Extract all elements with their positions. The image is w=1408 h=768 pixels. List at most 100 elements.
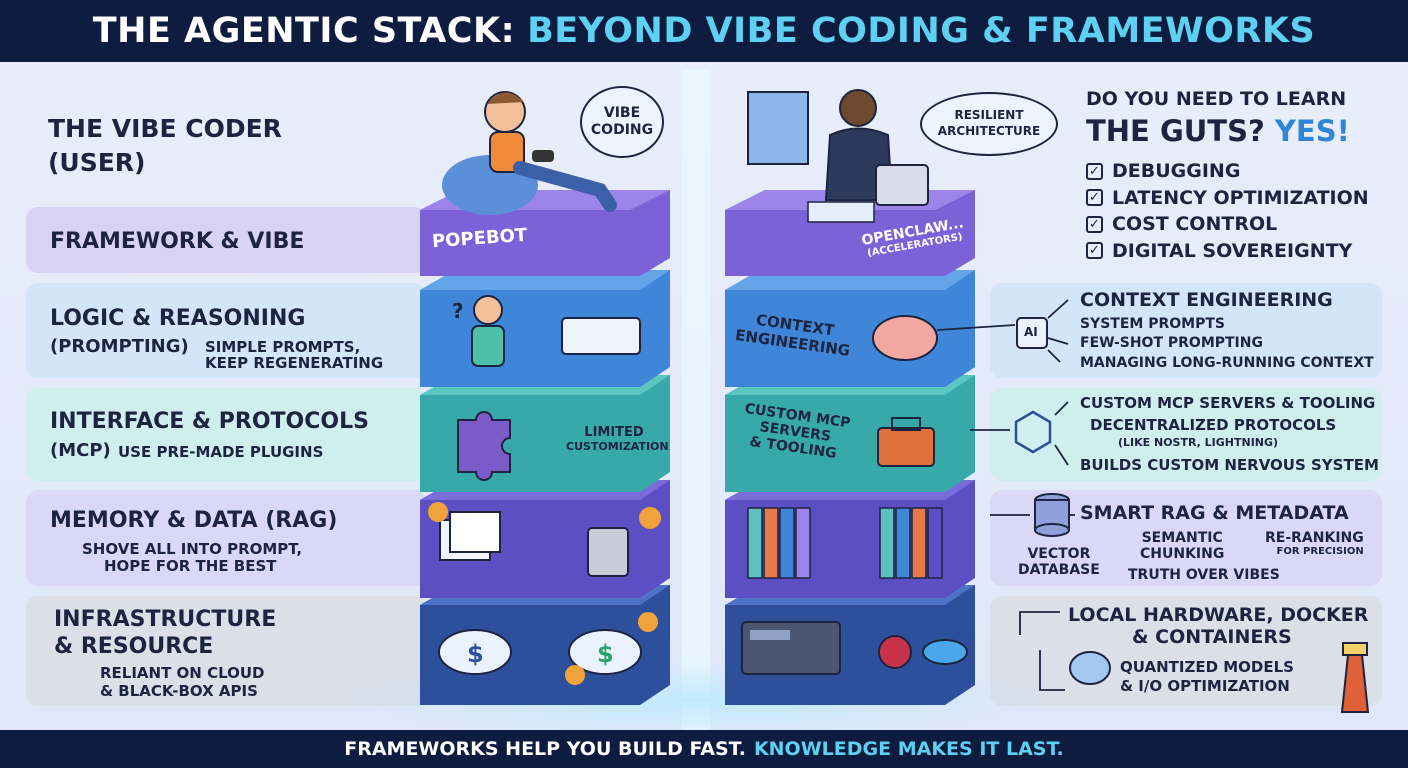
mcp-heading: CUSTOM MCP SERVERS & TOOLING bbox=[1080, 394, 1376, 412]
infra-item1: QUANTIZED MODELS bbox=[1120, 658, 1294, 676]
layer-infra-label2: & RESOURCE bbox=[54, 634, 214, 659]
limited-line1: LIMITED bbox=[584, 425, 644, 440]
papers-icon bbox=[428, 502, 501, 561]
layer-infra-desc1: RELIANT ON CLOUD bbox=[100, 664, 265, 682]
truth-over-vibes: TRUTH OVER VIBES bbox=[1128, 567, 1280, 583]
reranking-line2: FOR PRECISION bbox=[1276, 546, 1364, 557]
checkbox-icon: ✓ bbox=[1086, 162, 1103, 180]
check-label: DIGITAL SOVEREIGNTY bbox=[1112, 239, 1353, 262]
resilient-bubble: RESILIENT ARCHITECTURE bbox=[920, 92, 1058, 156]
vibe-coding-bubble: VIBE CODING bbox=[580, 86, 664, 158]
left-stack bbox=[420, 190, 670, 705]
layer-infra-label1: INFRASTRUCTURE bbox=[54, 607, 277, 632]
raspberry-icon bbox=[878, 635, 912, 669]
question-guts: THE GUTS? bbox=[1086, 114, 1265, 148]
mcp-nervous-system: BUILDS CUSTOM NERVOUS SYSTEM bbox=[1080, 456, 1379, 474]
rag-heading: SMART RAG & METADATA bbox=[1080, 502, 1349, 524]
docker-whale-icon bbox=[922, 639, 968, 665]
infra-heading1: LOCAL HARDWARE, DOCKER bbox=[1068, 604, 1369, 626]
layer-interface-label: INTERFACE & PROTOCOLS bbox=[50, 409, 369, 434]
books-icon bbox=[747, 507, 943, 579]
reranking-line1: RE-RANKING bbox=[1265, 530, 1364, 546]
layer-logic-desc2: KEEP REGENERATING bbox=[205, 354, 384, 372]
brain-icon bbox=[872, 315, 938, 361]
context-item-system-prompts: SYSTEM PROMPTS bbox=[1080, 316, 1225, 332]
brain-small-icon bbox=[1069, 651, 1111, 685]
infra-item2: & I/O OPTIMIZATION bbox=[1120, 677, 1290, 695]
semantic-chunking-label: SEMANTIC CHUNKING bbox=[1140, 530, 1224, 562]
check-label: LATENCY OPTIMIZATION bbox=[1112, 186, 1369, 209]
band-logic bbox=[26, 283, 426, 378]
semantic-line1: SEMANTIC bbox=[1141, 530, 1223, 546]
limited-line2: CUSTOMIZATION bbox=[566, 440, 669, 453]
prompt-window-icon bbox=[561, 317, 641, 355]
check-item: ✓ COST CONTROL bbox=[1086, 211, 1369, 238]
context-item-few-shot: FEW-SHOT PROMPTING bbox=[1080, 335, 1263, 351]
mcp-decentralized-note: (LIKE NOSTR, LIGHTNING) bbox=[1118, 436, 1279, 449]
puzzle-icon bbox=[457, 411, 511, 481]
reranking-label: RE-RANKING FOR PRECISION bbox=[1265, 530, 1364, 557]
layer-logic-label: LOGIC & REASONING bbox=[50, 306, 306, 331]
layer-memory-desc1: SHOVE ALL INTO PROMPT, bbox=[82, 540, 303, 558]
layer-logic-sub: (PROMPTING) bbox=[50, 336, 189, 357]
question-line1: DO YOU NEED TO LEARN bbox=[1086, 88, 1347, 110]
rband-context bbox=[990, 283, 1382, 378]
footer-part2: KNOWLEDGE MAKES IT LAST. bbox=[753, 738, 1064, 760]
layer-infra-desc2: & BLACK-BOX APIS bbox=[100, 682, 258, 700]
checkbox-icon: ✓ bbox=[1086, 189, 1103, 207]
layer-memory-desc2: HOPE FOR THE BEST bbox=[104, 557, 277, 575]
resilient-bubble-line2: ARCHITECTURE bbox=[937, 124, 1041, 138]
svg-text:$: $ bbox=[467, 640, 484, 668]
limited-customization-label: LIMITED CUSTOMIZATION bbox=[566, 425, 669, 453]
check-item: ✓ LATENCY OPTIMIZATION bbox=[1086, 185, 1369, 212]
semantic-line2: CHUNKING bbox=[1140, 546, 1225, 562]
svg-text:?: ? bbox=[452, 299, 464, 323]
ai-chip-label: AI bbox=[1024, 325, 1038, 339]
center-beam bbox=[682, 70, 710, 730]
check-label: COST CONTROL bbox=[1112, 213, 1278, 236]
title-part1: THE AGENTIC STACK: bbox=[92, 11, 516, 51]
architect-figure bbox=[747, 89, 929, 223]
title-bar: THE AGENTIC STACK: BEYOND VIBE CODING & … bbox=[0, 0, 1408, 62]
resilient-bubble-line1: RESILIENT bbox=[954, 108, 1024, 123]
trash-icon bbox=[587, 507, 661, 577]
vibe-coder-title: THE VIBE CODER bbox=[48, 114, 282, 143]
guts-checklist: ✓ DEBUGGING ✓ LATENCY OPTIMIZATION ✓ COS… bbox=[1086, 158, 1369, 264]
cloud-dollar-icon: $ $ bbox=[438, 612, 658, 685]
connector-lines bbox=[936, 299, 1075, 691]
footer-part1: FRAMEWORKS HELP YOU BUILD FAST. bbox=[344, 738, 746, 760]
layer-logic-desc1: SIMPLE PROMPTS, bbox=[205, 338, 361, 356]
checkbox-icon: ✓ bbox=[1086, 215, 1103, 233]
layer-framework-label: FRAMEWORK & VIBE bbox=[50, 229, 305, 254]
check-item: ✓ DEBUGGING bbox=[1086, 158, 1369, 185]
vibe-coder-subtitle: (USER) bbox=[48, 148, 146, 177]
svg-text:$: $ bbox=[597, 640, 614, 668]
rband-infra bbox=[990, 596, 1382, 706]
infra-heading2: & CONTAINERS bbox=[1132, 626, 1292, 648]
mcp-decentralized: DECENTRALIZED PROTOCOLS bbox=[1090, 416, 1337, 434]
vector-db-label: VECTOR DATABASE bbox=[1018, 546, 1100, 578]
band-memory bbox=[26, 490, 426, 586]
band-framework bbox=[26, 207, 426, 273]
toolbox-icon bbox=[877, 417, 935, 467]
checkbox-icon: ✓ bbox=[1086, 242, 1103, 260]
title-part2: BEYOND VIBE CODING & FRAMEWORKS bbox=[527, 11, 1316, 51]
vibe-coder-figure bbox=[442, 91, 617, 215]
confused-person-icon: ? bbox=[452, 295, 505, 367]
layer-interface-sub: (MCP) bbox=[50, 440, 111, 461]
question-line2: THE GUTS? YES! bbox=[1086, 114, 1350, 148]
rband-mcp bbox=[990, 388, 1382, 481]
footer-bar: FRAMEWORKS HELP YOU BUILD FAST. KNOWLEDG… bbox=[0, 730, 1408, 768]
band-interface bbox=[26, 388, 426, 481]
database-icon bbox=[1034, 493, 1070, 537]
vector-db-line1: VECTOR bbox=[1027, 546, 1091, 562]
network-icon bbox=[1014, 410, 1052, 454]
layer-interface-desc: USE PRE-MADE PLUGINS bbox=[118, 443, 324, 461]
vibe-coding-bubble-text: VIBE CODING bbox=[590, 104, 654, 139]
server-icon bbox=[741, 621, 841, 675]
layer-memory-label: MEMORY & DATA (RAG) bbox=[50, 508, 338, 533]
vector-db-line2: DATABASE bbox=[1018, 562, 1100, 578]
lighthouse-icon bbox=[1340, 642, 1370, 713]
context-item-long-running: MANAGING LONG-RUNNING CONTEXT bbox=[1080, 355, 1374, 371]
